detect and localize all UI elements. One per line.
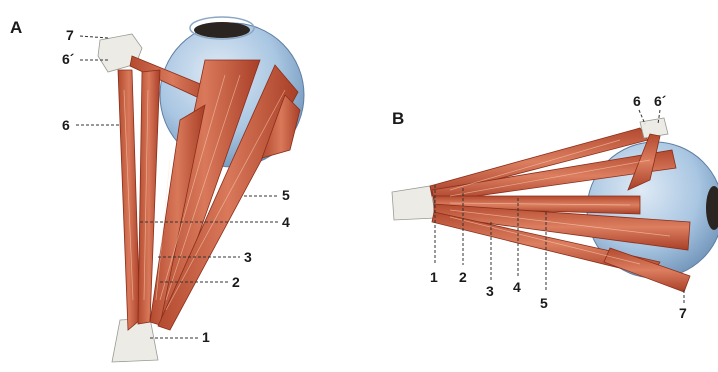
panel-a-label-6-prime: 6´ (62, 51, 75, 67)
panel-b-label-2: 2 (459, 269, 467, 285)
panel-b-letter: B (392, 109, 404, 128)
panel-a-label-4: 4 (282, 214, 290, 230)
panel-a-label-2: 2 (232, 274, 240, 290)
panel-b-annular-tendon (392, 186, 436, 220)
panel-b-label-5: 5 (540, 295, 548, 311)
panel-b-label-3: 3 (486, 283, 494, 299)
panel-b-label-6: 6 (633, 93, 641, 109)
panel-b-label-4: 4 (513, 279, 521, 295)
panel-a-label-5: 5 (282, 187, 290, 203)
panel-a-label-3: 3 (244, 249, 252, 265)
panel-a-letter: A (10, 18, 22, 37)
panel-a-label-6: 6 (62, 117, 70, 133)
panel-b-label-1: 1 (430, 269, 438, 285)
panel-b: B 6 6´ 1 2 (392, 93, 718, 321)
panel-a-label-7: 7 (66, 27, 74, 43)
panel-b-label-6-prime: 6´ (654, 93, 667, 109)
panel-a: A 7 (10, 17, 304, 362)
panel-a-label-1: 1 (202, 329, 210, 345)
panel-b-label-7: 7 (679, 305, 687, 321)
